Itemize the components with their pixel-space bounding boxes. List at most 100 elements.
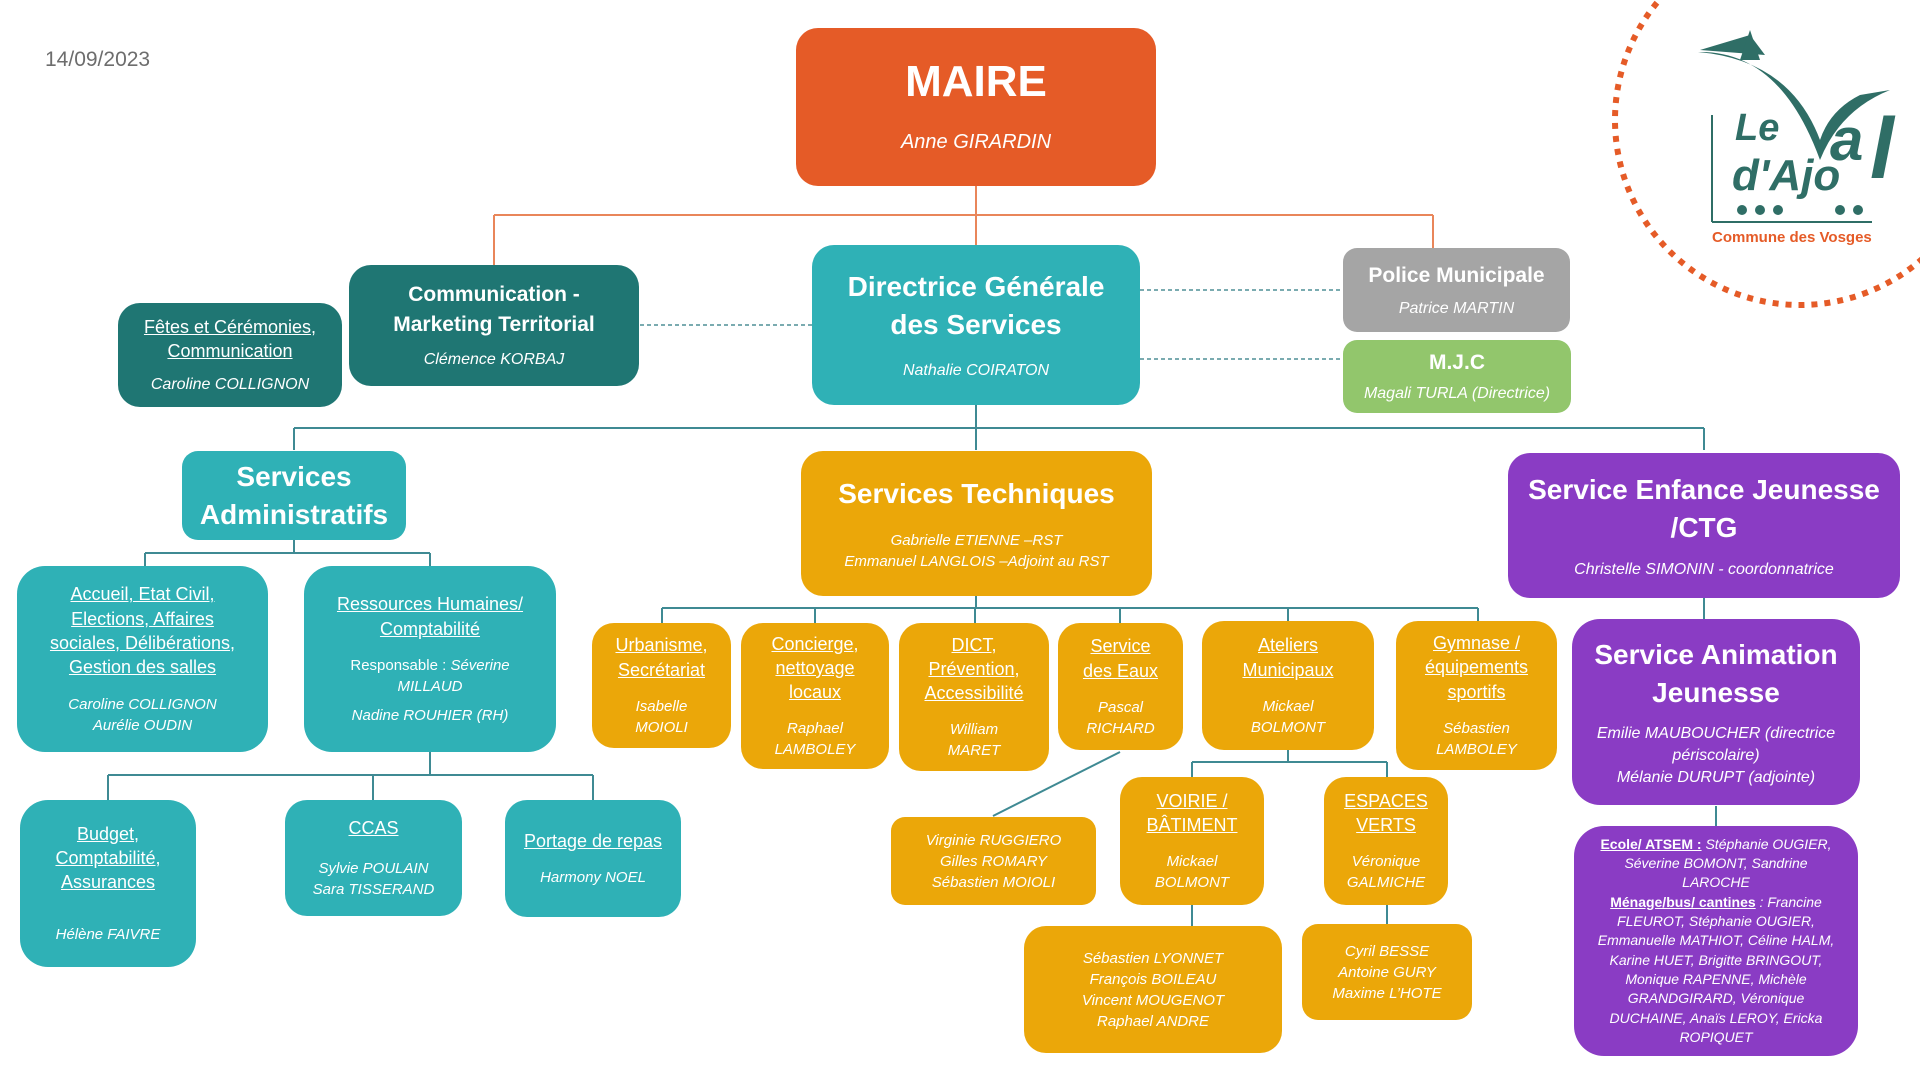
dict-title-1: DICT,	[951, 634, 997, 655]
node-maire[interactable]: MAIRE Anne GIRARDIN	[796, 28, 1156, 186]
node-ecole-menage[interactable]: Ecole/ ATSEM : Stéphanie OUGIER, Séverin…	[1574, 826, 1858, 1056]
node-service-eaux[interactable]: Service des Eaux Pascal RICHARD	[1058, 623, 1183, 750]
eaux-title-1: Service	[1090, 636, 1151, 657]
node-dict[interactable]: DICT, Prévention, Accessibilité William …	[899, 623, 1049, 771]
node-dgs[interactable]: Directrice Générale des Services Nathali…	[812, 245, 1140, 405]
ccas-title: CCAS	[348, 817, 399, 838]
menage-names: : Francine FLEUROT, Stéphanie OUGIER, Em…	[1597, 893, 1835, 1045]
node-fetes[interactable]: Fêtes et Cérémonies, Communication Carol…	[118, 303, 342, 407]
eaux-team-name-1: Virginie RUGGIERO	[925, 831, 1062, 849]
portage-title: Portage de repas	[523, 830, 663, 851]
mjc-name: Magali TURLA (Directrice)	[1363, 385, 1551, 403]
svg-text:a: a	[1830, 106, 1863, 173]
node-voirie[interactable]: VOIRIE / BÂTIMENT Mickael BOLMONT	[1120, 777, 1264, 905]
node-gymnase[interactable]: Gymnase / équipements sportifs Sébastien…	[1396, 621, 1557, 770]
ateliers-title-1: Ateliers	[1257, 635, 1319, 656]
node-accueil[interactable]: Accueil, Etat Civil, Elections, Affaires…	[17, 566, 268, 752]
eaux-name-2: RICHARD	[1086, 719, 1155, 737]
dict-title-3: Accessibilité	[924, 683, 1024, 704]
concierge-title-3: locaux	[788, 682, 842, 703]
concierge-name-2: LAMBOLEY	[774, 741, 856, 759]
rh-other: Nadine ROUHIER (RH)	[351, 706, 509, 724]
police-name: Patrice MARTIN	[1398, 299, 1515, 317]
svg-text:d'Ajo: d'Ajo	[1732, 151, 1840, 200]
enfance-name: Christelle SIMONIN - coordonnatrice	[1574, 560, 1834, 578]
node-concierge[interactable]: Concierge, nettoyage locaux Raphael LAMB…	[741, 623, 889, 769]
node-portage-repas[interactable]: Portage de repas Harmony NOEL	[505, 800, 681, 917]
eaux-team-name-2: Gilles ROMARY	[940, 852, 1047, 870]
voirie-team-name-1: Sébastien LYONNET	[1082, 949, 1224, 967]
menage-label: Ménage/bus/ cantines	[1610, 893, 1756, 910]
communication-title-2: Marketing Territorial	[393, 312, 595, 336]
dgs-title-1: Directrice Générale	[847, 271, 1105, 303]
espaces-name-1: Véronique	[1351, 853, 1421, 871]
concierge-name-1: Raphael	[787, 720, 843, 738]
budget-name: Hélène FAIVRE	[55, 926, 161, 944]
voirie-name-2: BOLMONT	[1154, 874, 1230, 892]
budget-title-2: Comptabilité,	[55, 847, 161, 868]
node-eaux-team[interactable]: Virginie RUGGIERO Gilles ROMARY Sébastie…	[891, 817, 1096, 905]
ateliers-name-2: BOLMONT	[1250, 718, 1326, 736]
node-service-animation-jeunesse[interactable]: Service Animation Jeunesse Emilie MAUBOU…	[1572, 619, 1860, 805]
rh-title-2: Comptabilité	[379, 618, 481, 639]
node-urbanisme[interactable]: Urbanisme, Secrétariat Isabelle MOIOLI	[592, 623, 731, 748]
mjc-title: M.J.C	[1428, 351, 1485, 374]
urbanisme-title-2: Secrétariat	[617, 659, 706, 680]
node-police[interactable]: Police Municipale Patrice MARTIN	[1343, 248, 1570, 332]
node-mjc[interactable]: M.J.C Magali TURLA (Directrice)	[1343, 340, 1571, 413]
budget-title-3: Assurances	[60, 872, 156, 893]
node-services-techniques[interactable]: Services Techniques Gabrielle ETIENNE –R…	[801, 451, 1152, 596]
dict-name-1: William	[949, 721, 999, 739]
node-ressources-humaines[interactable]: Ressources Humaines/ Comptabilité Respon…	[304, 566, 556, 752]
technique-name-1: Gabrielle ETIENNE –RST	[890, 532, 1063, 550]
urbanisme-name-1: Isabelle	[635, 697, 688, 715]
animation-title-2: Jeunesse	[1652, 676, 1780, 708]
dict-name-2: MARET	[947, 742, 1001, 760]
eaux-name-1: Pascal	[1097, 698, 1144, 716]
rh-title-1: Ressources Humaines/	[336, 594, 524, 615]
rh-responsable-name-1: Séverine	[450, 656, 510, 674]
eaux-title-2: des Eaux	[1082, 660, 1159, 681]
espaces-team-name-1: Cyril BESSE	[1344, 942, 1430, 960]
ecole-atsem-label: Ecole/ ATSEM :	[1600, 835, 1702, 852]
technique-title: Services Techniques	[838, 477, 1115, 509]
val-dajol-logo-icon: Le a l d'Ajo Commune des Vosges	[1600, 0, 1920, 320]
node-espaces-team[interactable]: Cyril BESSE Antoine GURY Maxime L’HOTE	[1302, 924, 1472, 1020]
connector-eaux-team	[992, 751, 1121, 817]
voirie-name-1: Mickael	[1166, 853, 1218, 871]
gymnase-name-1: Sébastien	[1443, 719, 1510, 737]
voirie-title-1: VOIRIE /	[1156, 790, 1228, 811]
ecole-atsem-names: Stéphanie OUGIER, Séverine BOMONT, Sandr…	[1624, 835, 1832, 891]
svg-text:Le: Le	[1735, 107, 1779, 149]
animation-title-1: Service Animation	[1594, 638, 1838, 670]
animation-name-1: Emilie MAUBOUCHER (directrice	[1596, 725, 1836, 743]
node-communication[interactable]: Communication - Marketing Territorial Cl…	[349, 265, 639, 386]
svg-text:l: l	[1870, 101, 1896, 197]
admin-title-2: Administratifs	[199, 498, 389, 530]
gymnase-title-1: Gymnase /	[1432, 633, 1521, 654]
node-espaces-verts[interactable]: ESPACES VERTS Véronique GALMICHE	[1324, 777, 1448, 905]
accueil-name-1: Caroline COLLIGNON	[68, 695, 217, 713]
node-voirie-team[interactable]: Sébastien LYONNET François BOILEAU Vince…	[1024, 926, 1282, 1053]
node-budget[interactable]: Budget, Comptabilité, Assurances Hélène …	[20, 800, 196, 967]
concierge-title-1: Concierge,	[771, 633, 859, 654]
fetes-title-1: Fêtes et Cérémonies,	[143, 316, 317, 337]
communication-name: Clémence KORBAJ	[423, 351, 565, 369]
node-service-enfance-jeunesse[interactable]: Service Enfance Jeunesse /CTG Christelle…	[1508, 453, 1900, 598]
animation-name-3: Mélanie DURUPT (adjointe)	[1616, 768, 1816, 786]
node-services-administratifs[interactable]: Services Administratifs	[182, 451, 406, 540]
dict-title-2: Prévention,	[928, 658, 1020, 679]
ateliers-name-1: Mickael	[1262, 697, 1314, 715]
gymnase-title-2: équipements	[1424, 657, 1529, 678]
urbanisme-title-1: Urbanisme,	[615, 635, 708, 656]
fetes-title-2: Communication	[167, 341, 293, 362]
node-ccas[interactable]: CCAS Sylvie POULAIN Sara TISSERAND	[285, 800, 462, 916]
voirie-team-name-2: François BOILEAU	[1089, 970, 1217, 988]
node-ateliers[interactable]: Ateliers Municipaux Mickael BOLMONT	[1202, 621, 1374, 750]
dgs-name: Nathalie COIRATON	[902, 362, 1050, 379]
admin-title-1: Services	[236, 460, 352, 492]
espaces-title-1: ESPACES	[1344, 790, 1428, 811]
budget-title-1: Budget,	[76, 823, 140, 844]
espaces-title-2: VERTS	[1356, 815, 1416, 835]
